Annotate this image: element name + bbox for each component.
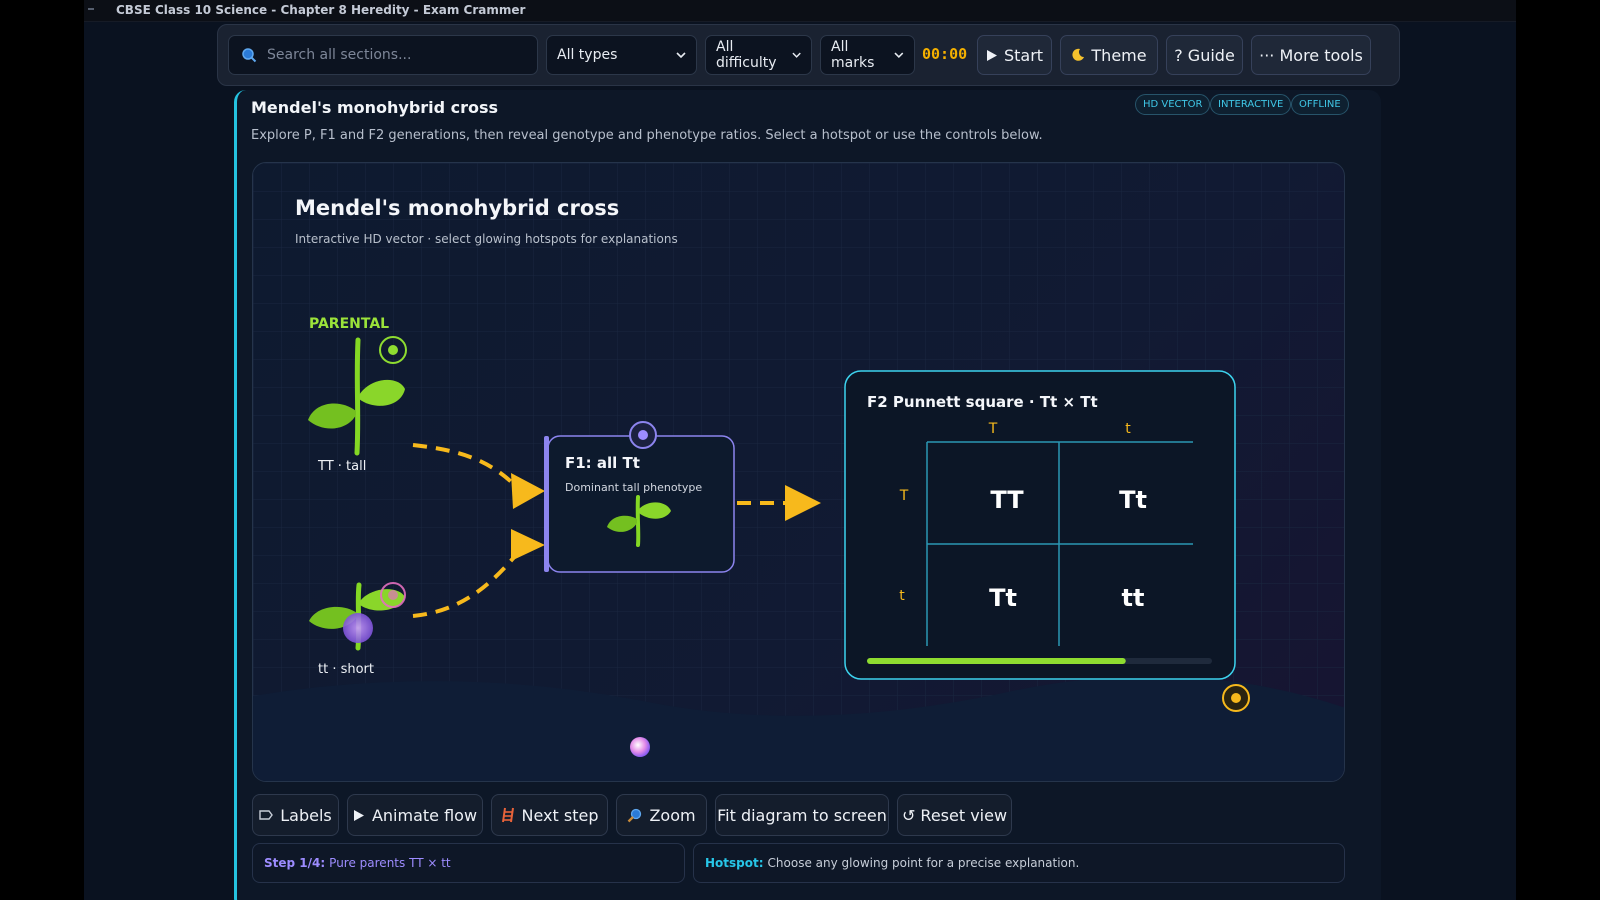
diagram-panel: Mendel's monohybrid cross Explore P, F1 …: [234, 90, 1381, 900]
punnett-cell-tt[interactable]: tt: [1122, 584, 1145, 612]
diagram-svg: Mendel's monohybrid cross Interactive HD…: [253, 163, 1344, 781]
magnifier-icon: [628, 808, 642, 822]
chevron-down-icon: [894, 52, 904, 59]
punnett-row-t: t: [899, 588, 905, 604]
zoom-button[interactable]: Zoom: [616, 794, 707, 836]
arrowhead-short: [511, 529, 545, 561]
badge-offline: OFFLINE: [1291, 94, 1349, 115]
toolbar: Search all sections... All types All dif…: [217, 24, 1400, 86]
punnett-title: F2 Punnett square · Tt × Tt: [867, 393, 1098, 411]
f1-subtitle: Dominant tall phenotype: [565, 481, 702, 494]
arrowhead-f1: [785, 485, 821, 521]
difficulty-filter-select[interactable]: All difficulty: [705, 35, 812, 75]
step-prefix: Step 1/4:: [264, 856, 326, 870]
punnett-card[interactable]: [844, 370, 1236, 680]
punnett-row-T: T: [899, 488, 909, 504]
more-tools-button[interactable]: ··· More tools: [1251, 35, 1371, 75]
hotspot-status: Hotspot: Choose any glowing point for a …: [693, 843, 1345, 883]
labels-label: Labels: [280, 805, 332, 825]
reset-view-button[interactable]: ↺ Reset view: [897, 794, 1012, 836]
chevron-down-icon: [792, 52, 801, 58]
search-input[interactable]: Search all sections...: [228, 35, 538, 75]
step-status: Step 1/4: Pure parents TT × tt: [252, 843, 685, 883]
diagram-canvas[interactable]: Mendel's monohybrid cross Interactive HD…: [252, 162, 1345, 782]
f1-card[interactable]: [544, 435, 735, 573]
hotspot-prefix: Hotspot:: [705, 856, 764, 870]
diagram-title: Mendel's monohybrid cross: [295, 196, 619, 220]
marks-filter-select[interactable]: All marks: [820, 35, 915, 75]
animate-flow-button[interactable]: Animate flow: [347, 794, 483, 836]
tag-icon: [259, 810, 274, 820]
panel-title: Mendel's monohybrid cross: [251, 98, 499, 117]
punnett-col-T: T: [988, 421, 998, 437]
chevron-down-icon: [676, 52, 686, 59]
step-text: Pure parents TT × tt: [329, 856, 451, 870]
window-title: CBSE Class 10 Science - Chapter 8 Heredi…: [116, 3, 526, 17]
diagram-controls: Labels Animate flow Next step Zoom Fit d…: [252, 794, 1352, 836]
play-icon: [353, 809, 364, 821]
badge-hd-vector: HD VECTOR: [1135, 94, 1211, 115]
panel-description: Explore P, F1 and F2 generations, then r…: [251, 128, 1043, 143]
difficulty-filter-value: All difficulty: [716, 39, 777, 71]
ladder-icon: [501, 807, 514, 823]
app-window: CBSE Class 10 Science - Chapter 8 Heredi…: [84, 0, 1516, 900]
window-menu-icon[interactable]: [88, 8, 94, 10]
search-icon: [242, 48, 257, 63]
labels-button[interactable]: Labels: [252, 794, 339, 836]
theme-button[interactable]: Theme: [1060, 35, 1158, 75]
punnett-col-t: t: [1125, 421, 1131, 437]
next-step-button[interactable]: Next step: [491, 794, 608, 836]
parental-label: PARENTAL: [309, 316, 389, 332]
type-filter-value: All types: [557, 47, 618, 63]
punnett-cell-Tt-1[interactable]: Tt: [1119, 486, 1147, 514]
marks-filter-value: All marks: [831, 39, 875, 71]
tall-plant-icon: [308, 337, 405, 456]
zoom-label: Zoom: [649, 805, 696, 825]
play-icon: [986, 49, 997, 61]
tall-parent-label: TT · tall: [317, 459, 366, 474]
start-button[interactable]: Start: [977, 35, 1052, 75]
animate-label: Animate flow: [371, 805, 478, 825]
punnett-cell-Tt-2[interactable]: Tt: [989, 584, 1017, 612]
hotspot-punnett[interactable]: [1222, 684, 1250, 712]
short-parent-label: tt · short: [318, 662, 374, 677]
hotspot-parental[interactable]: [379, 336, 407, 364]
theme-label: Theme: [1091, 45, 1147, 65]
type-filter-select[interactable]: All types: [546, 35, 697, 75]
f1-plant-icon: [607, 495, 671, 547]
hotspot-f1[interactable]: [629, 421, 657, 449]
moon-icon: [1072, 48, 1085, 61]
moving-particle: [630, 737, 650, 757]
guide-button[interactable]: ? Guide: [1166, 35, 1243, 75]
arrowhead-tall: [511, 473, 545, 509]
search-placeholder: Search all sections...: [267, 47, 412, 63]
hotspot-short-parent[interactable]: [380, 582, 406, 608]
f1-title: F1: all Tt: [565, 454, 640, 472]
fit-to-screen-button[interactable]: Fit diagram to screen: [715, 794, 889, 836]
progress-fill: [867, 658, 1126, 664]
ground-wave: [253, 676, 1344, 781]
badge-interactive: INTERACTIVE: [1210, 94, 1292, 115]
next-step-label: Next step: [521, 805, 599, 825]
punnett-cell-TT[interactable]: TT: [990, 486, 1024, 514]
diagram-subtitle: Interactive HD vector · select glowing h…: [295, 232, 678, 246]
hotspot-glow-short[interactable]: [343, 613, 373, 643]
hotspot-text: Choose any glowing point for a precise e…: [767, 856, 1080, 870]
timer-display: 00:00: [922, 45, 968, 63]
title-bar: CBSE Class 10 Science - Chapter 8 Heredi…: [84, 0, 1516, 22]
punnett-grid: [926, 441, 1193, 646]
start-label: Start: [1003, 45, 1044, 65]
